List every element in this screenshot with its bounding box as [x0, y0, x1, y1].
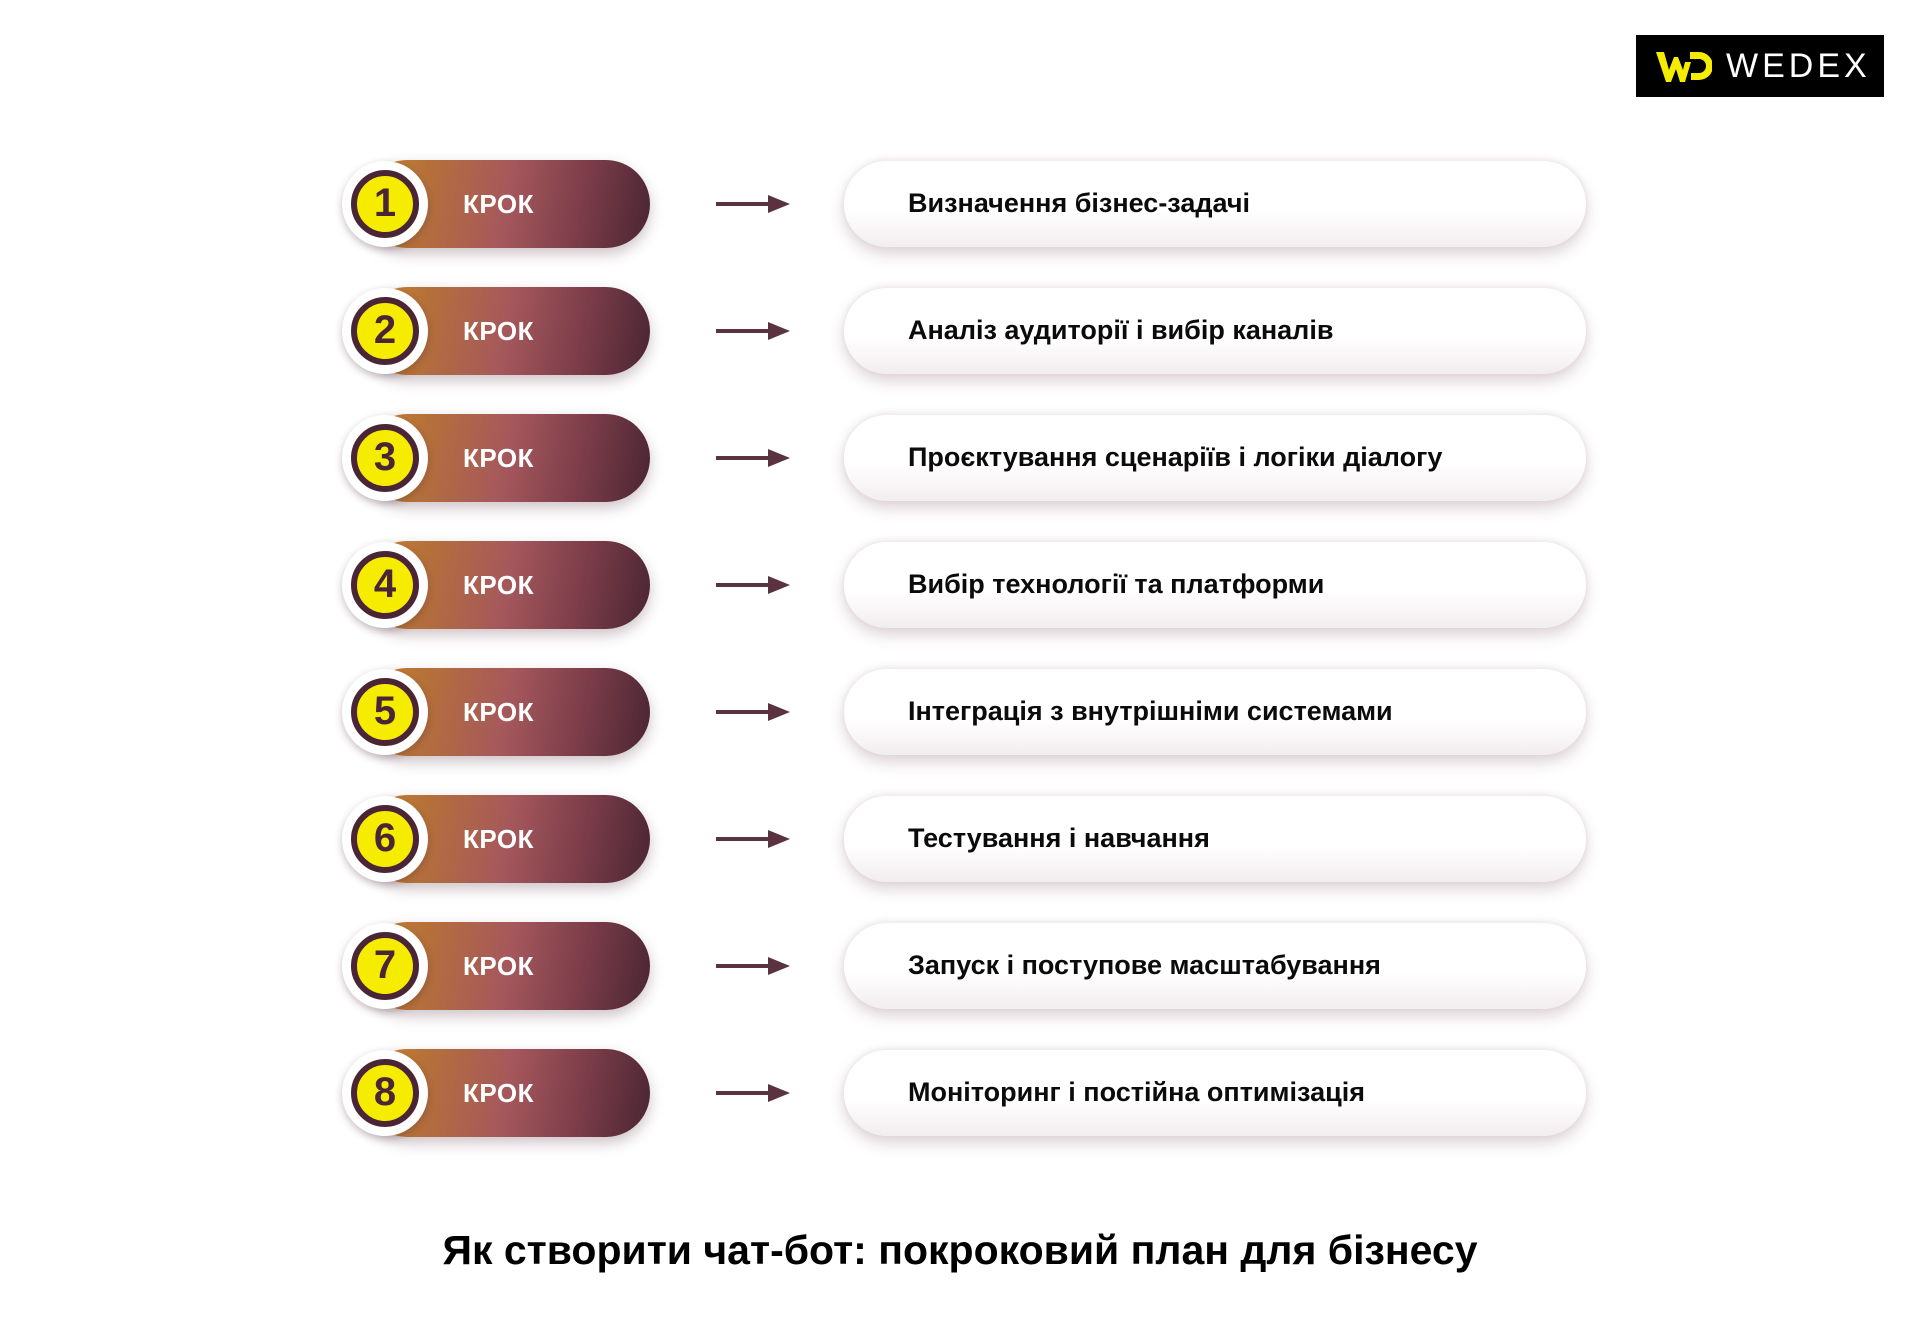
step-label-bubble[interactable]: Вибір технології та платформи — [844, 541, 1586, 628]
step-label-bubble[interactable]: Інтеграція з внутрішніми системами — [844, 668, 1586, 755]
wedex-w-o-monogram-icon — [1656, 52, 1712, 82]
arrow-right-icon — [708, 955, 798, 977]
step-number-badge-inner: 6 — [351, 804, 419, 873]
steps-list: 1 КРОК Визначення бізнес-задачі 2 — [0, 140, 1920, 1156]
arrow-right-icon — [708, 1082, 798, 1104]
step-word: КРОК — [463, 569, 534, 600]
step-label-text: Запуск і поступове масштабування — [908, 949, 1381, 980]
step-row: 4 КРОК Вибір технології та платформи — [0, 521, 1920, 648]
step-pill[interactable]: 1 КРОК — [342, 159, 650, 248]
step-word: КРОК — [463, 696, 534, 727]
step-label-bubble[interactable]: Запуск і поступове масштабування — [844, 922, 1586, 1009]
arrow-right-icon — [708, 447, 798, 469]
step-label-text: Інтеграція з внутрішніми системами — [908, 695, 1393, 726]
logo-wordmark: WEDEX — [1726, 47, 1871, 85]
step-number-badge-inner: 5 — [351, 677, 419, 746]
step-pill[interactable]: 4 КРОК — [342, 540, 650, 629]
step-pill[interactable]: 5 КРОК — [342, 667, 650, 756]
step-label-text: Вибір технології та платформи — [908, 568, 1325, 599]
step-pill[interactable]: 8 КРОК — [342, 1048, 650, 1137]
step-number-badge-inner: 4 — [351, 550, 419, 619]
step-pill[interactable]: 2 КРОК — [342, 286, 650, 375]
step-number: 2 — [373, 307, 397, 352]
step-number-badge: 8 — [342, 1049, 428, 1136]
step-row: 2 КРОК Аналіз аудиторії і вибір каналів — [0, 267, 1920, 394]
step-number-badge-inner: 7 — [351, 931, 419, 1000]
step-word: КРОК — [463, 1077, 534, 1108]
step-number-badge-inner: 2 — [351, 296, 419, 365]
step-number-badge-inner: 1 — [351, 169, 419, 238]
step-number-badge: 3 — [342, 414, 428, 501]
step-row: 5 КРОК Інтеграція з внутрішніми системам… — [0, 648, 1920, 775]
step-label-bubble[interactable]: Проєктування сценаріїв і логіки діалогу — [844, 414, 1586, 501]
arrow-right-icon — [708, 574, 798, 596]
step-word: КРОК — [463, 823, 534, 854]
page-title: Як створити чат-бот: покроковий план для… — [442, 1227, 1478, 1273]
step-label-text: Проєктування сценаріїв і логіки діалогу — [908, 441, 1443, 472]
step-label-text: Тестування і навчання — [908, 822, 1210, 853]
step-number-badge: 7 — [342, 922, 428, 1009]
step-number: 1 — [373, 180, 397, 225]
step-number-badge: 6 — [342, 795, 428, 882]
step-row: 3 КРОК Проєктування сценаріїв і логіки д… — [0, 394, 1920, 521]
step-number-badge: 5 — [342, 668, 428, 755]
step-number-badge: 4 — [342, 541, 428, 628]
step-pill[interactable]: 7 КРОК — [342, 921, 650, 1010]
step-row: 8 КРОК Моніторинг і постійна оптимізація — [0, 1029, 1920, 1156]
step-number: 8 — [373, 1069, 397, 1114]
arrow-right-icon — [708, 193, 798, 215]
step-row: 1 КРОК Визначення бізнес-задачі — [0, 140, 1920, 267]
step-label-bubble[interactable]: Аналіз аудиторії і вибір каналів — [844, 287, 1586, 374]
step-number: 6 — [373, 815, 397, 860]
step-number: 7 — [373, 942, 397, 987]
step-word: КРОК — [463, 315, 534, 346]
step-number-badge: 1 — [342, 160, 428, 247]
step-word: КРОК — [463, 442, 534, 473]
arrow-right-icon — [708, 828, 798, 850]
step-label-text: Визначення бізнес-задачі — [908, 187, 1251, 218]
arrow-right-icon — [708, 701, 798, 723]
arrow-right-icon — [708, 320, 798, 342]
step-number: 4 — [373, 561, 397, 606]
step-label-bubble[interactable]: Тестування і навчання — [844, 795, 1586, 882]
step-pill[interactable]: 3 КРОК — [342, 413, 650, 502]
step-number-badge-inner: 3 — [351, 423, 419, 492]
step-label-bubble[interactable]: Моніторинг і постійна оптимізація — [844, 1049, 1586, 1136]
step-row: 7 КРОК Запуск і поступове масштабування — [0, 902, 1920, 1029]
step-label-text: Моніторинг і постійна оптимізація — [908, 1076, 1365, 1107]
step-row: 6 КРОК Тестування і навчання — [0, 775, 1920, 902]
step-label-bubble[interactable]: Визначення бізнес-задачі — [844, 160, 1586, 247]
step-number-badge: 2 — [342, 287, 428, 374]
step-word: КРОК — [463, 950, 534, 981]
step-number: 5 — [373, 688, 397, 733]
step-number-badge-inner: 8 — [351, 1058, 419, 1127]
step-word: КРОК — [463, 188, 534, 219]
wedex-logo: WEDEX — [1636, 35, 1884, 97]
step-label-text: Аналіз аудиторії і вибір каналів — [908, 314, 1334, 345]
step-pill[interactable]: 6 КРОК — [342, 794, 650, 883]
step-number: 3 — [373, 434, 397, 479]
